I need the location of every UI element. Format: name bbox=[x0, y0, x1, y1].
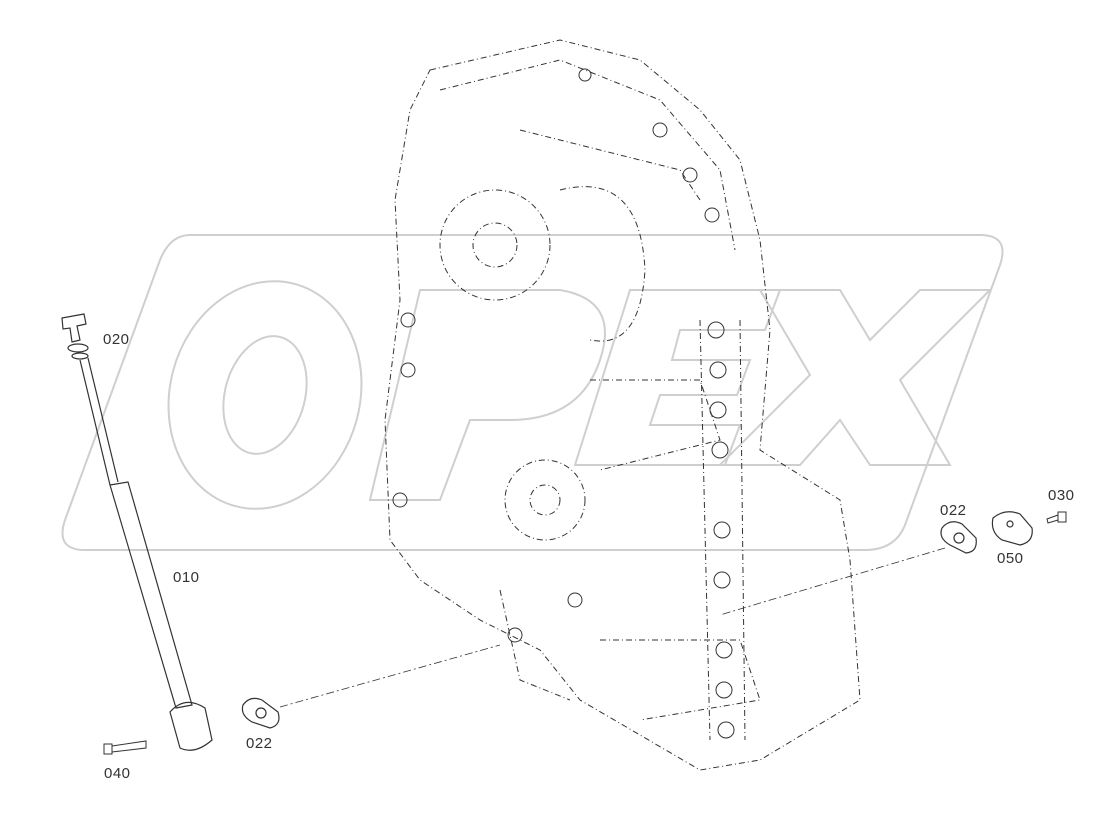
cover-050 bbox=[991, 511, 1033, 546]
bolt-030 bbox=[1046, 511, 1067, 524]
callout-020: 020 bbox=[103, 331, 130, 348]
dipstick-tube bbox=[79, 357, 213, 751]
leader-lines bbox=[279, 547, 946, 708]
bolt-040 bbox=[103, 740, 147, 755]
callout-040: 040 bbox=[104, 765, 131, 782]
dipstick bbox=[61, 313, 89, 360]
gearbox-housing bbox=[384, 39, 861, 771]
callout-022-right: 022 bbox=[940, 502, 967, 519]
gasket-022-left bbox=[241, 697, 280, 729]
opex-watermark-logo bbox=[61, 234, 1004, 551]
housing-bolts bbox=[392, 68, 735, 739]
gasket-022-right bbox=[940, 521, 977, 554]
callout-010: 010 bbox=[173, 569, 200, 586]
callout-030: 030 bbox=[1048, 487, 1075, 504]
callout-050: 050 bbox=[997, 550, 1024, 567]
callout-022-left: 022 bbox=[246, 735, 273, 752]
